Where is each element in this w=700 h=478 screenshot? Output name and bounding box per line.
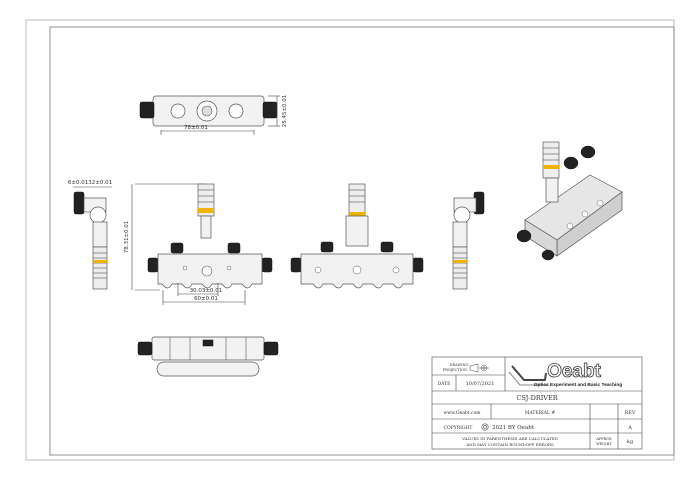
rear-view xyxy=(290,183,424,289)
rev-value: A xyxy=(627,425,632,431)
left-side-view: 6±0.0132±0.01 xyxy=(68,180,112,290)
dim-top-height: 25.45±0.01 xyxy=(282,95,288,128)
oeabt-logo: Oeabt Optics Experiment and Basic Teachi… xyxy=(508,361,622,388)
rev-label: REV xyxy=(624,410,635,416)
dim-front-spacing-large: 60±0.01 xyxy=(194,296,218,302)
note-line-1: VALUES IN PARENTHESIS ARE CALCULATED xyxy=(461,436,558,441)
dim-front-height: 78.31±0.01 xyxy=(124,221,130,254)
projection-label-2: PROJECTION xyxy=(443,368,467,372)
date-label: DATE xyxy=(438,381,451,387)
isometric-view xyxy=(516,141,623,261)
note-line-2: AND MAY CONTAIN ROUNDOFF ERRORS xyxy=(465,442,554,447)
date-value: 10/07/2021 xyxy=(466,381,495,387)
dim-left-offsets: 6±0.0132±0.01 xyxy=(68,180,112,186)
projection-label-1: DRAWING xyxy=(450,363,469,367)
copyright-text: 2021 BY Oeabt xyxy=(492,425,535,431)
copyright-label: COPYRIGHT xyxy=(444,425,473,431)
weight-unit: kg xyxy=(627,439,634,445)
website-text: www.Oeabt.com xyxy=(443,410,481,416)
logo-text: Oeabt xyxy=(547,361,602,382)
logo-tagline: Optics Experiment and Basic Teaching xyxy=(534,382,622,388)
projection-symbol-icon xyxy=(469,363,489,373)
front-view: 78.31±0.01 30.03±0.01 60±0.01 xyxy=(124,183,273,305)
bottom-view xyxy=(137,336,279,377)
right-side-view xyxy=(452,191,485,290)
copyright-icon xyxy=(481,423,489,431)
dim-front-spacing-small: 30.03±0.01 xyxy=(190,288,223,294)
top-view: 78±0.01 25.45±0.01 xyxy=(139,95,288,135)
weight-label-1: APPROX xyxy=(595,437,612,441)
inner-border xyxy=(49,26,675,456)
part-name: CSJ-DRIVER xyxy=(516,394,558,402)
title-block: DRAWING PROJECTION DATE 10/07/2021 Oeabt… xyxy=(431,356,643,450)
material-label: MATERIAL # xyxy=(525,410,556,416)
weight-label-2: WEIGHT xyxy=(596,442,612,446)
dim-top-width: 78±0.01 xyxy=(184,125,208,131)
